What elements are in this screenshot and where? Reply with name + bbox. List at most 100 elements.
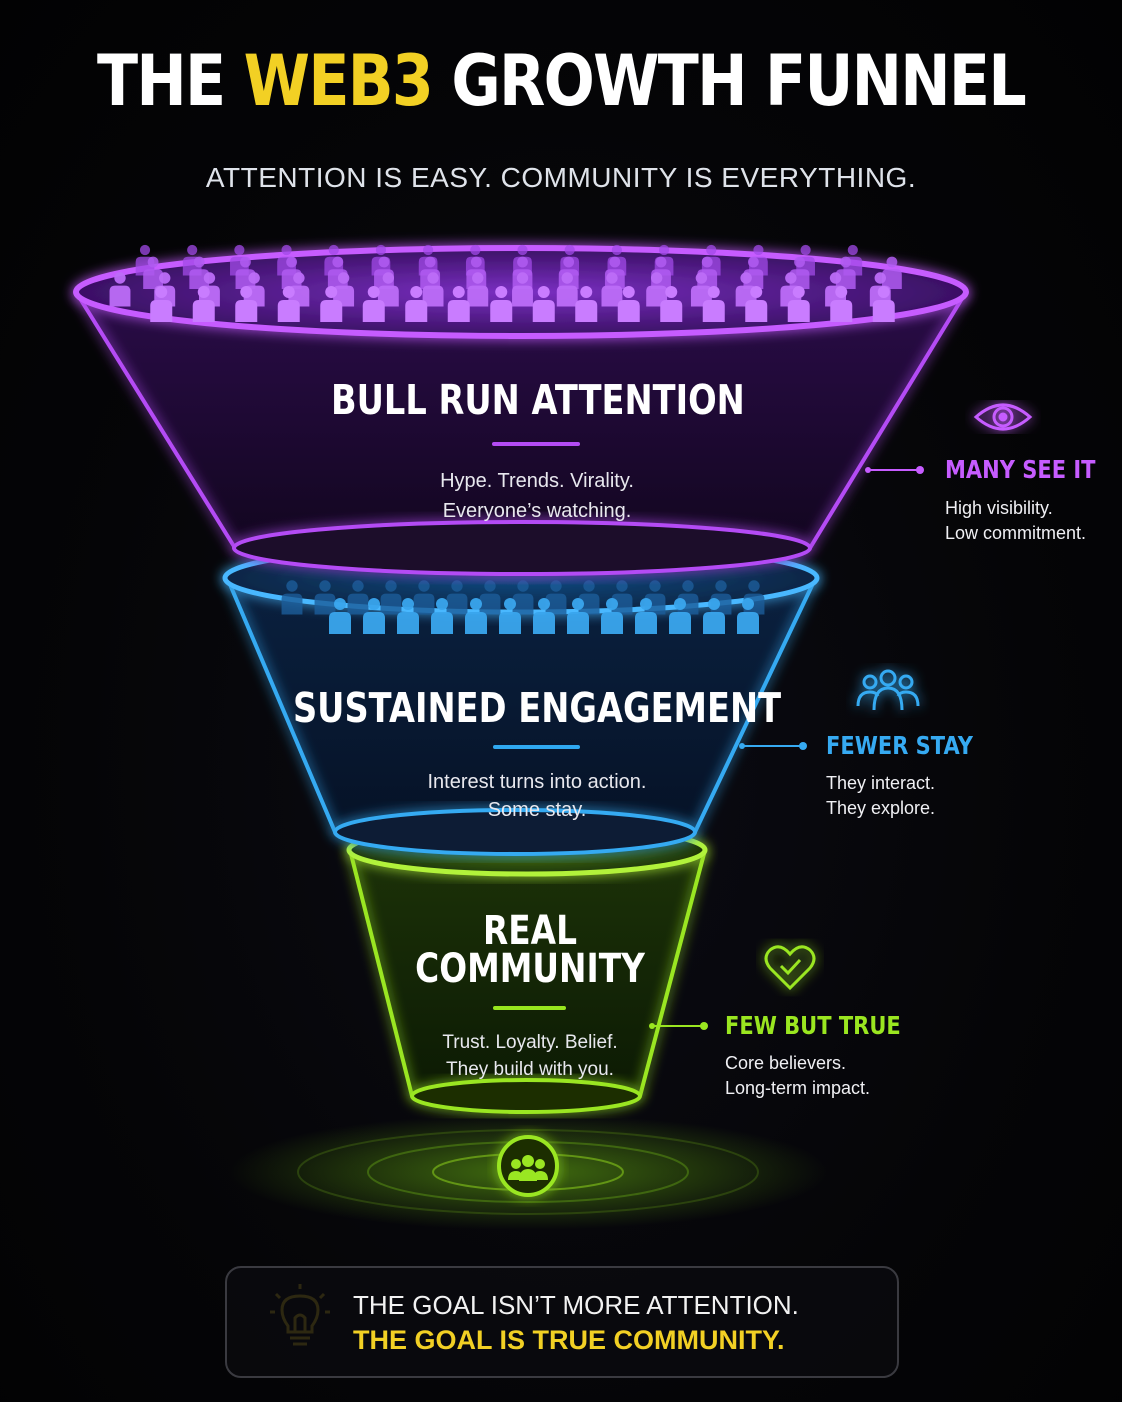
person-figure [575, 286, 598, 322]
person-figure [499, 598, 521, 634]
goal-line-2: THE GOAL IS TRUE COMMUNITY. [353, 1325, 785, 1355]
stage-2-desc-line-1: Interest turns into action. [427, 771, 647, 793]
person-figure [567, 598, 589, 634]
person-figure [556, 272, 578, 307]
person-figure [422, 272, 444, 307]
side-desc-1-line-2: Low commitment. [945, 523, 1087, 543]
person-figure [189, 256, 210, 289]
person-figure [835, 256, 856, 289]
group-icon [856, 669, 920, 711]
goal-line-1: THE GOAL ISN’T MORE ATTENTION. [353, 1290, 799, 1320]
person-figure [192, 286, 215, 322]
blue-stage-body [226, 575, 817, 832]
purple-connector-dot-start [865, 467, 871, 473]
person-figure [314, 580, 336, 615]
page-subtitle: ATTENTION IS EASY. COMMUNITY IS EVERYTHI… [205, 162, 917, 193]
stage-1-divider [492, 442, 580, 446]
goal-box [225, 1266, 899, 1378]
side-label-few-but-true: FEW BUT TRUE [725, 1011, 901, 1040]
person-figure [578, 580, 600, 615]
person-figure [377, 272, 399, 307]
person-figure [872, 286, 895, 322]
stage-3-divider [493, 1006, 566, 1010]
side-desc-1-line-1: High visibility. [945, 498, 1053, 518]
green-stage-right-edge [638, 849, 707, 1097]
purple-stage-right-edge [808, 290, 968, 550]
green-stage-left-edge [348, 849, 414, 1097]
person-figure [277, 286, 300, 322]
person-figure [545, 580, 567, 615]
person-figure [479, 580, 501, 615]
side-label-fewer-stay: FEWER STAY [826, 731, 973, 760]
person-figure [703, 598, 725, 634]
person-figure [745, 286, 768, 322]
base-ring-outer [297, 1129, 759, 1215]
person-figure [380, 580, 402, 615]
side-desc-3-line-2: Long-term impact. [725, 1078, 871, 1098]
stage-2-divider [493, 745, 580, 749]
purple-stage-bottom-rim [232, 520, 812, 576]
stage-1-desc-line-2: Everyone’s watching. [442, 500, 632, 522]
person-figure [465, 598, 487, 634]
side-desc-3-line-1: Core believers. [725, 1053, 847, 1073]
person-figure [601, 272, 623, 307]
person-figure [150, 286, 173, 322]
blue-stage-crowd [281, 580, 765, 634]
person-figure [882, 256, 902, 289]
blue-stage-left-edge [224, 574, 337, 833]
page-title: THE WEB3 GROWTH FUNNEL [97, 40, 1027, 122]
blue-stage-bottom-rim [333, 808, 697, 856]
community-icon [497, 1135, 559, 1197]
person-figure [320, 286, 343, 322]
person-figure [532, 286, 555, 322]
person-figure [143, 256, 163, 289]
stage-2-desc-line-2: Some stay. [487, 799, 587, 821]
stage-3-desc-line-2: They build with you. [446, 1059, 614, 1080]
stage-1-title: BULL RUN ATTENTION [331, 376, 745, 424]
blue-connector-dot-end [799, 742, 807, 750]
person-figure [397, 598, 419, 634]
eye-icon [973, 403, 1033, 431]
person-figure [413, 580, 435, 615]
purple-stage-left-edge [74, 290, 237, 550]
purple-stage-crowd [109, 244, 902, 322]
purple-stage-body [76, 292, 966, 548]
person-figure [431, 598, 453, 634]
person-figure [467, 272, 489, 307]
person-figure [235, 286, 258, 322]
stage-3-title-line-2: COMMUNITY [415, 946, 645, 992]
person-figure [109, 272, 131, 307]
person-figure [635, 598, 657, 634]
person-figure [490, 286, 513, 322]
stage-3-desc-line-1: Trust. Loyalty. Belief. [442, 1032, 618, 1053]
side-desc-2-line-1: They interact. [826, 773, 936, 793]
person-figure [347, 580, 369, 615]
person-figure [737, 598, 759, 634]
person-figure [281, 580, 303, 615]
side-desc-2-line-2: They explore. [826, 798, 936, 818]
person-figure [447, 286, 470, 322]
blue-stage-right-edge [693, 574, 819, 833]
person-figure [787, 286, 810, 322]
blue-connector-dot-start [739, 743, 745, 749]
stage-3-title-line-1: REAL [483, 908, 577, 954]
person-figure [601, 598, 623, 634]
person-figure [363, 598, 385, 634]
stage-1-desc-line-1: Hype. Trends. Virality. [440, 470, 634, 492]
person-figure [646, 272, 668, 307]
person-figure [329, 598, 351, 634]
title-accent: WEB3 [243, 40, 434, 122]
heart-icon [764, 945, 816, 991]
person-figure [617, 286, 640, 322]
side-label-many-see-it: MANY SEE IT [945, 455, 1096, 484]
green-connector-dot-end [700, 1022, 708, 1030]
person-figure [830, 286, 853, 322]
person-figure [405, 286, 428, 322]
green-connector-dot-start [649, 1023, 655, 1029]
person-figure [362, 286, 385, 322]
person-figure [512, 272, 533, 307]
purple-connector-dot-end [916, 466, 924, 474]
person-figure [611, 580, 633, 615]
person-figure [446, 580, 468, 615]
